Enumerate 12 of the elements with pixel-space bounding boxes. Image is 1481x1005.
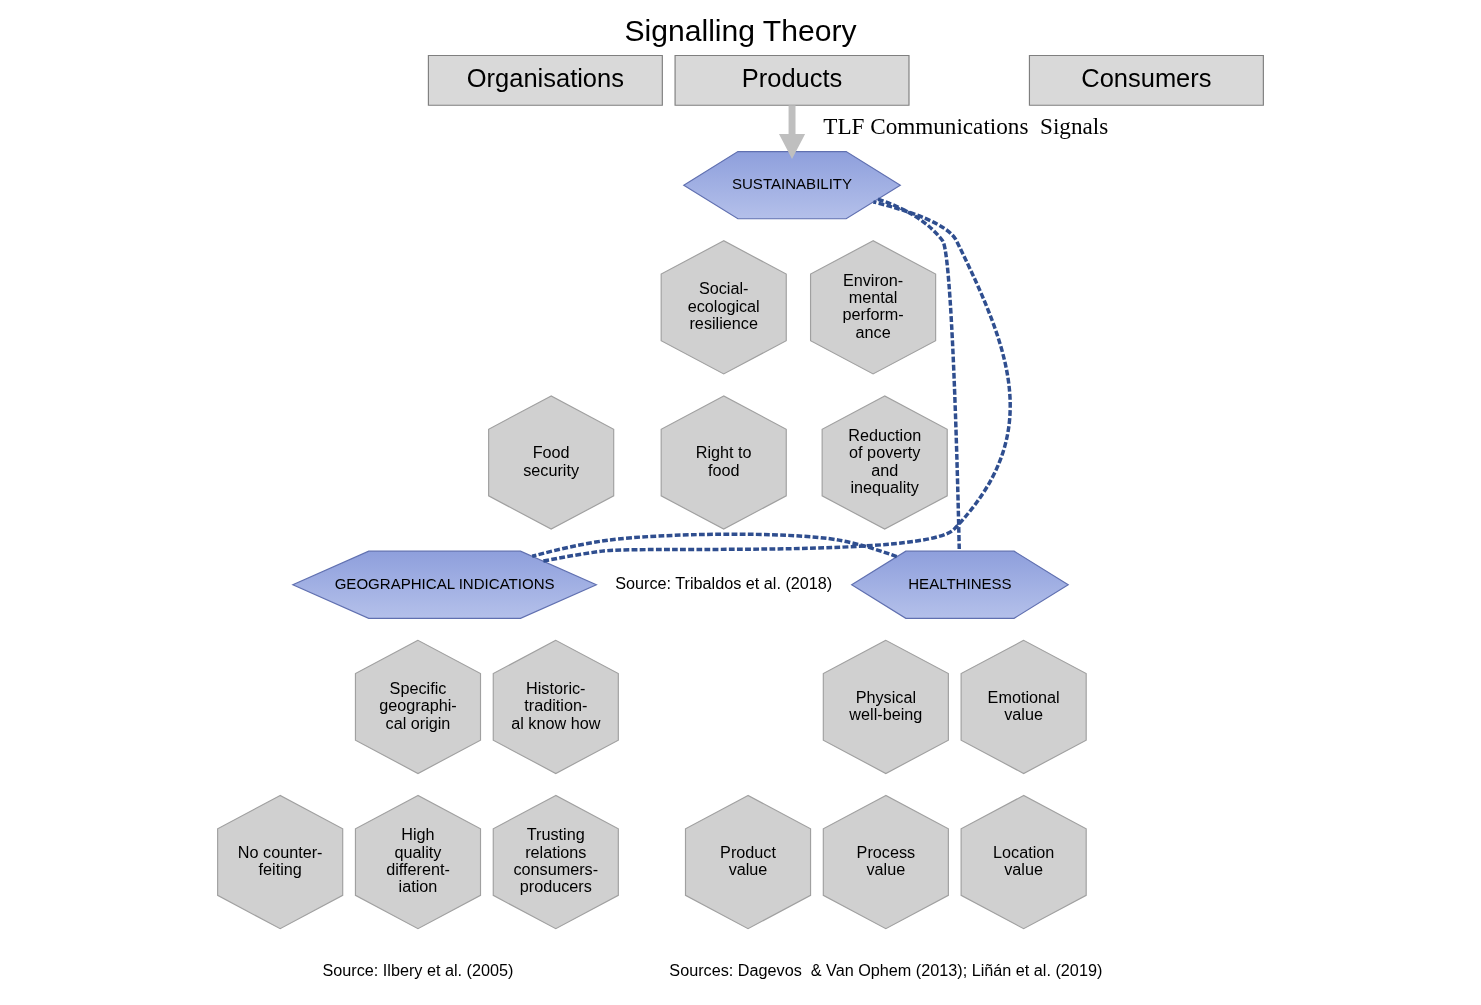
diagram-title: Signalling Theory — [624, 14, 857, 48]
arrow — [779, 105, 806, 159]
connector — [543, 200, 1012, 563]
connector — [877, 197, 961, 551]
node-box: Products — [674, 54, 910, 106]
edge-label: TLF Communications Signals — [823, 113, 1109, 140]
label: Source: Tribaldos et al. (2018) — [615, 574, 833, 593]
connector — [531, 532, 898, 559]
label: Sources: Dagevos & Van Ophem (2013); Liñán et al. (2019) — [669, 960, 1103, 979]
label: Source: Ilbery et al. (2005) — [322, 960, 514, 979]
node-box: Consumers — [1028, 54, 1264, 106]
node-box: Organisations — [427, 54, 663, 106]
